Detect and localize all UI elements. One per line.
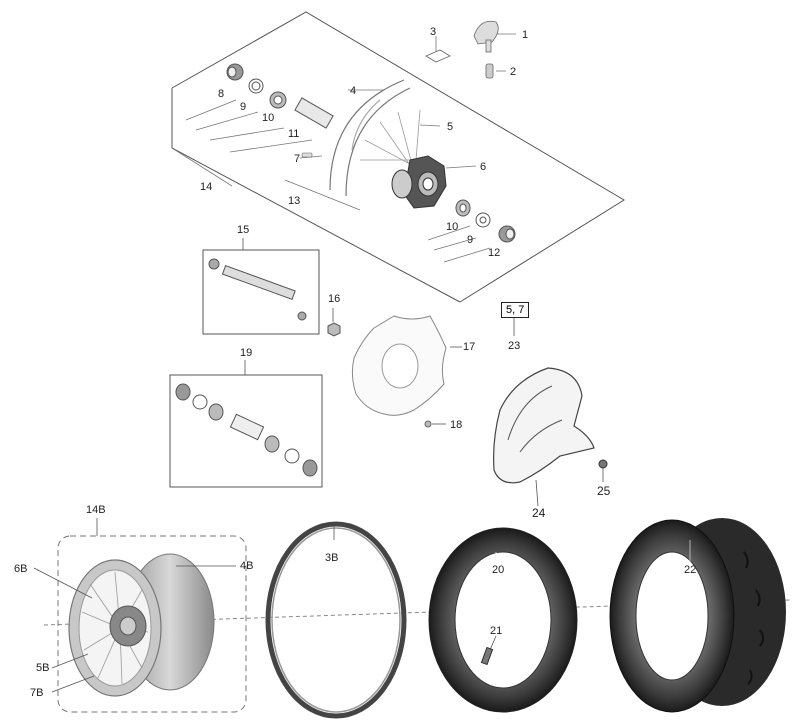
label-part-9-left: 9 [240, 101, 247, 113]
label-part-20: 20 [492, 564, 505, 576]
valve-part [485, 63, 494, 79]
label-part-18: 18 [450, 419, 463, 431]
label-part-2: 2 [510, 66, 517, 78]
complete-wheel-image [33, 553, 236, 697]
leader-lines [171, 33, 516, 263]
valve-seat-part [473, 20, 499, 53]
label-part-14: 14 [200, 181, 213, 193]
label-part-6b: 6B [14, 563, 28, 575]
nipple-part [301, 152, 313, 158]
complete-wheel-box [57, 518, 247, 713]
label-part-13: 13 [288, 195, 301, 207]
center-axis-line [43, 599, 791, 626]
label-part-23: 23 [508, 340, 521, 352]
label-part-1: 1 [522, 29, 529, 41]
label-part-22: 22 [684, 564, 697, 576]
axle-nut-part [327, 308, 341, 337]
label-part-21: 21 [490, 625, 503, 637]
label-part-6: 6 [480, 161, 487, 173]
axle-kit-box [202, 238, 320, 335]
guard-screw-part [598, 459, 608, 482]
inner-tube-image [428, 527, 578, 713]
disc-guard-part [493, 367, 595, 507]
label-part-24: 24 [532, 506, 546, 520]
label-part-3: 3 [430, 26, 437, 38]
disc-bolt-part [424, 420, 446, 428]
label-part-17: 17 [463, 341, 476, 353]
hub-part [391, 155, 447, 209]
kit-box-label: 5, 7 [501, 302, 530, 318]
label-part-25: 25 [597, 484, 611, 498]
rim-part [329, 79, 411, 197]
tire-image [609, 518, 786, 713]
label-part-9-right: 9 [467, 234, 474, 246]
label-part-5b: 5B [36, 662, 50, 674]
label-part-15: 15 [237, 224, 250, 236]
label-part-10-left: 10 [262, 112, 275, 124]
brake-disc-part [351, 315, 462, 416]
assembly-frame [171, 11, 625, 303]
label-part-10-right: 10 [446, 221, 459, 233]
label-part-7: 7 [294, 153, 301, 165]
bearing-kit-box [169, 360, 323, 488]
label-part-12: 12 [488, 247, 501, 259]
label-part-7b: 7B [30, 687, 44, 699]
bearing-set-right [455, 199, 516, 243]
label-part-19: 19 [240, 347, 253, 359]
rim-band-image [265, 521, 407, 719]
label-part-14b: 14B [86, 504, 106, 516]
label-part-4b: 4B [240, 560, 254, 572]
label-part-3b: 3B [325, 552, 339, 564]
label-part-16: 16 [328, 293, 341, 305]
label-part-4: 4 [350, 85, 357, 97]
label-part-5: 5 [447, 121, 454, 133]
label-part-8: 8 [218, 88, 225, 100]
balance-weight-part [425, 49, 451, 63]
label-part-11: 11 [288, 128, 300, 140]
bearing-set-left [226, 63, 334, 129]
